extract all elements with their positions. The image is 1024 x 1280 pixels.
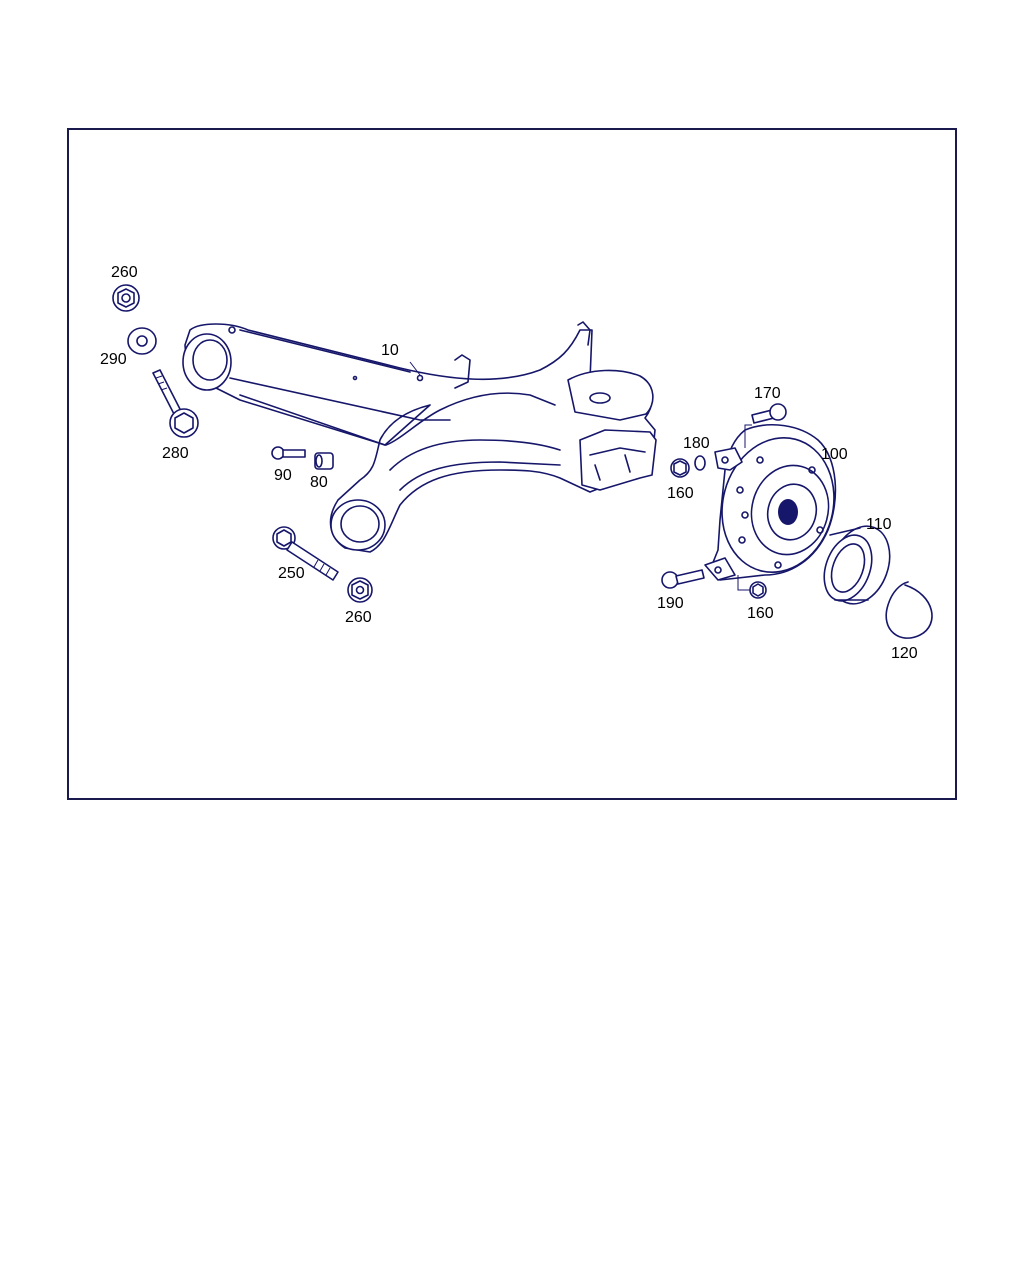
bolt-170: [751, 403, 787, 424]
wheel-carrier-100: [704, 424, 837, 581]
callout-170: 170: [754, 385, 781, 402]
callout-260-bottom: 260: [345, 609, 372, 626]
wheel-bearing-110: [823, 525, 891, 605]
nut-260-bottom: [347, 577, 373, 603]
diagram-frame: [67, 128, 957, 800]
washer-290: [127, 327, 157, 355]
leader-lines: [409, 361, 752, 591]
bolt-190: [661, 569, 705, 589]
callout-280: 280: [162, 445, 189, 462]
bolt-280: [152, 369, 199, 438]
washer-180: [694, 455, 706, 471]
callout-190: 190: [657, 595, 684, 612]
callout-90: 90: [274, 467, 292, 484]
callout-120: 120: [891, 645, 918, 662]
callout-260-top: 260: [111, 264, 138, 281]
nut-260-top: [112, 284, 140, 312]
callout-290: 290: [100, 351, 127, 368]
callout-160-lower: 160: [747, 605, 774, 622]
circlip-120: [885, 581, 933, 639]
callout-80: 80: [310, 474, 328, 491]
nut-80: [314, 452, 334, 470]
nut-160-upper: [670, 458, 690, 478]
nut-160-lower: [749, 581, 767, 599]
callout-250: 250: [278, 565, 305, 582]
bolt-90: [271, 446, 306, 460]
rear-axle-beam: [182, 321, 657, 553]
callout-160-upper: 160: [667, 485, 694, 502]
callout-100: 100: [821, 446, 848, 463]
callout-10: 10: [381, 342, 399, 359]
callout-110: 110: [866, 516, 892, 533]
callout-180: 180: [683, 435, 710, 452]
bolt-250: [272, 526, 339, 581]
